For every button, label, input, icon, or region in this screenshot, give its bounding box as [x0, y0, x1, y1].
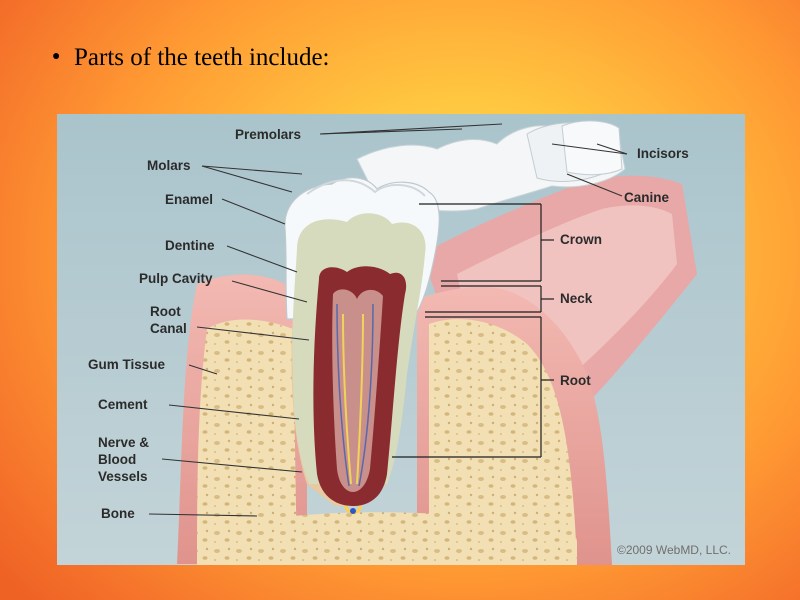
label-enamel: Enamel	[165, 192, 214, 207]
crown-ridge	[306, 179, 426, 197]
label-nerve-blood-vessels: Nerve & Blood Vessels	[98, 435, 150, 484]
label-incisors: Incisors	[637, 146, 689, 161]
bone-right	[429, 319, 577, 565]
tooth-illustration	[57, 114, 745, 565]
label-root-canal: Root Canal	[150, 304, 187, 336]
label-pulp-cavity: Pulp Cavity	[139, 271, 213, 286]
section-brackets	[392, 203, 554, 458]
label-bone: Bone	[101, 506, 135, 521]
incisor-tooth-2	[561, 120, 623, 176]
leader-lines	[148, 123, 628, 517]
label-canine: Canine	[624, 190, 670, 205]
label-crown: Crown	[560, 232, 602, 247]
copyright-notice: ©2009 WebMD, LLC.	[616, 543, 731, 557]
bullet-text: Parts of the teeth include:	[74, 44, 330, 71]
label-molars: Molars	[147, 158, 191, 173]
label-cement: Cement	[98, 397, 148, 412]
tooth-anatomy-diagram: Premolars Molars Enamel Dentine Pulp Cav…	[57, 114, 745, 565]
bullet-icon: ●	[52, 49, 61, 65]
bone-bottom	[197, 512, 577, 565]
apex-dot	[350, 508, 356, 514]
bone-left	[197, 319, 297, 565]
label-neck: Neck	[560, 291, 593, 306]
label-root: Root	[560, 373, 591, 388]
label-dentine: Dentine	[165, 238, 215, 253]
blood-vessels	[336, 303, 374, 487]
root-canal-inner	[332, 289, 383, 492]
label-gum-tissue: Gum Tissue	[88, 357, 166, 372]
label-premolars: Premolars	[235, 127, 302, 142]
nerve-lines	[342, 313, 364, 485]
bullet-point: ● Parts of the teeth include:	[52, 44, 329, 72]
